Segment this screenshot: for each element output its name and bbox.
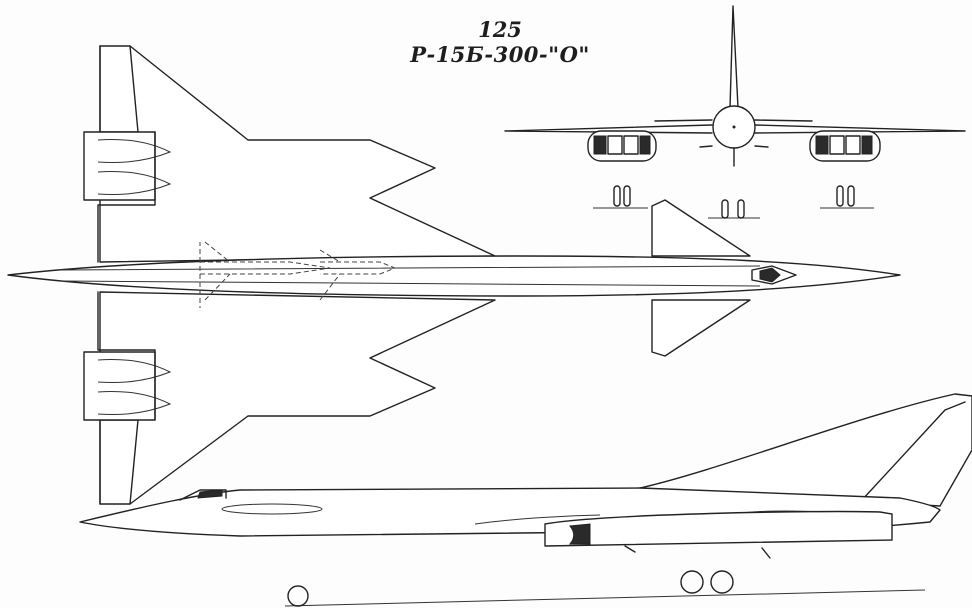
front-left-intake-2 — [607, 135, 623, 155]
front-gear-center — [708, 199, 760, 219]
plan-dashed-missile-1 — [199, 241, 331, 308]
plan-lower-wing — [99, 291, 496, 505]
side-view — [79, 393, 972, 607]
side-canopy — [179, 489, 227, 501]
side-engine-intake — [568, 523, 591, 545]
front-nose-point — [732, 125, 736, 129]
plan-cockpit-glass — [759, 267, 781, 283]
plan-fuselage-centerline — [59, 265, 761, 287]
side-main-wheel-1 — [680, 570, 704, 594]
side-tail-fin — [639, 393, 972, 507]
plan-lower-wing-inner — [97, 291, 156, 421]
side-main-wheel-2 — [710, 570, 734, 594]
side-engine-nacelle — [544, 510, 893, 547]
plan-upper-nozzle-1 — [97, 139, 172, 163]
plan-upper-nacelle — [83, 131, 156, 201]
plan-lower-canard — [651, 299, 751, 357]
plan-cockpit — [751, 265, 797, 285]
plan-lower-nozzle-1 — [97, 359, 172, 383]
plan-lower-nacelle — [83, 351, 156, 421]
plan-upper-nozzle-2 — [97, 171, 172, 195]
front-left-intake-1 — [593, 135, 607, 155]
plan-view — [7, 45, 901, 505]
side-nose-wheel — [287, 585, 309, 607]
aircraft-designation: Р-15Б-300-"О" — [410, 42, 590, 67]
side-engine-line — [474, 514, 601, 525]
front-gear-right — [820, 185, 874, 209]
front-wing — [504, 124, 966, 134]
front-right-intake-2 — [829, 135, 845, 155]
front-gear-left — [593, 185, 648, 209]
front-view — [504, 5, 966, 219]
front-canard — [654, 119, 813, 148]
front-right-intake-3 — [845, 135, 861, 155]
front-left-intake-3 — [623, 135, 639, 155]
side-gear-stubs — [624, 545, 771, 559]
side-rudder — [861, 401, 966, 501]
plan-dashed-missile-2 — [319, 249, 397, 301]
plan-upper-wing-inner — [97, 131, 156, 263]
plan-lower-nozzle-2 — [97, 391, 172, 415]
front-right-intake-1 — [815, 135, 829, 155]
drawing-title-block: 125 Р-15Б-300-"О" — [400, 18, 600, 68]
side-wing — [221, 503, 323, 515]
front-right-intake-4 — [861, 135, 873, 155]
plan-upper-canard — [651, 199, 751, 257]
side-ground-line — [284, 589, 926, 607]
plan-upper-wing — [99, 45, 496, 263]
front-left-intake-4 — [639, 135, 651, 155]
side-canopy-glass — [197, 489, 223, 499]
drawing-number: 125 — [478, 17, 522, 42]
front-vertical-fin — [729, 5, 739, 109]
